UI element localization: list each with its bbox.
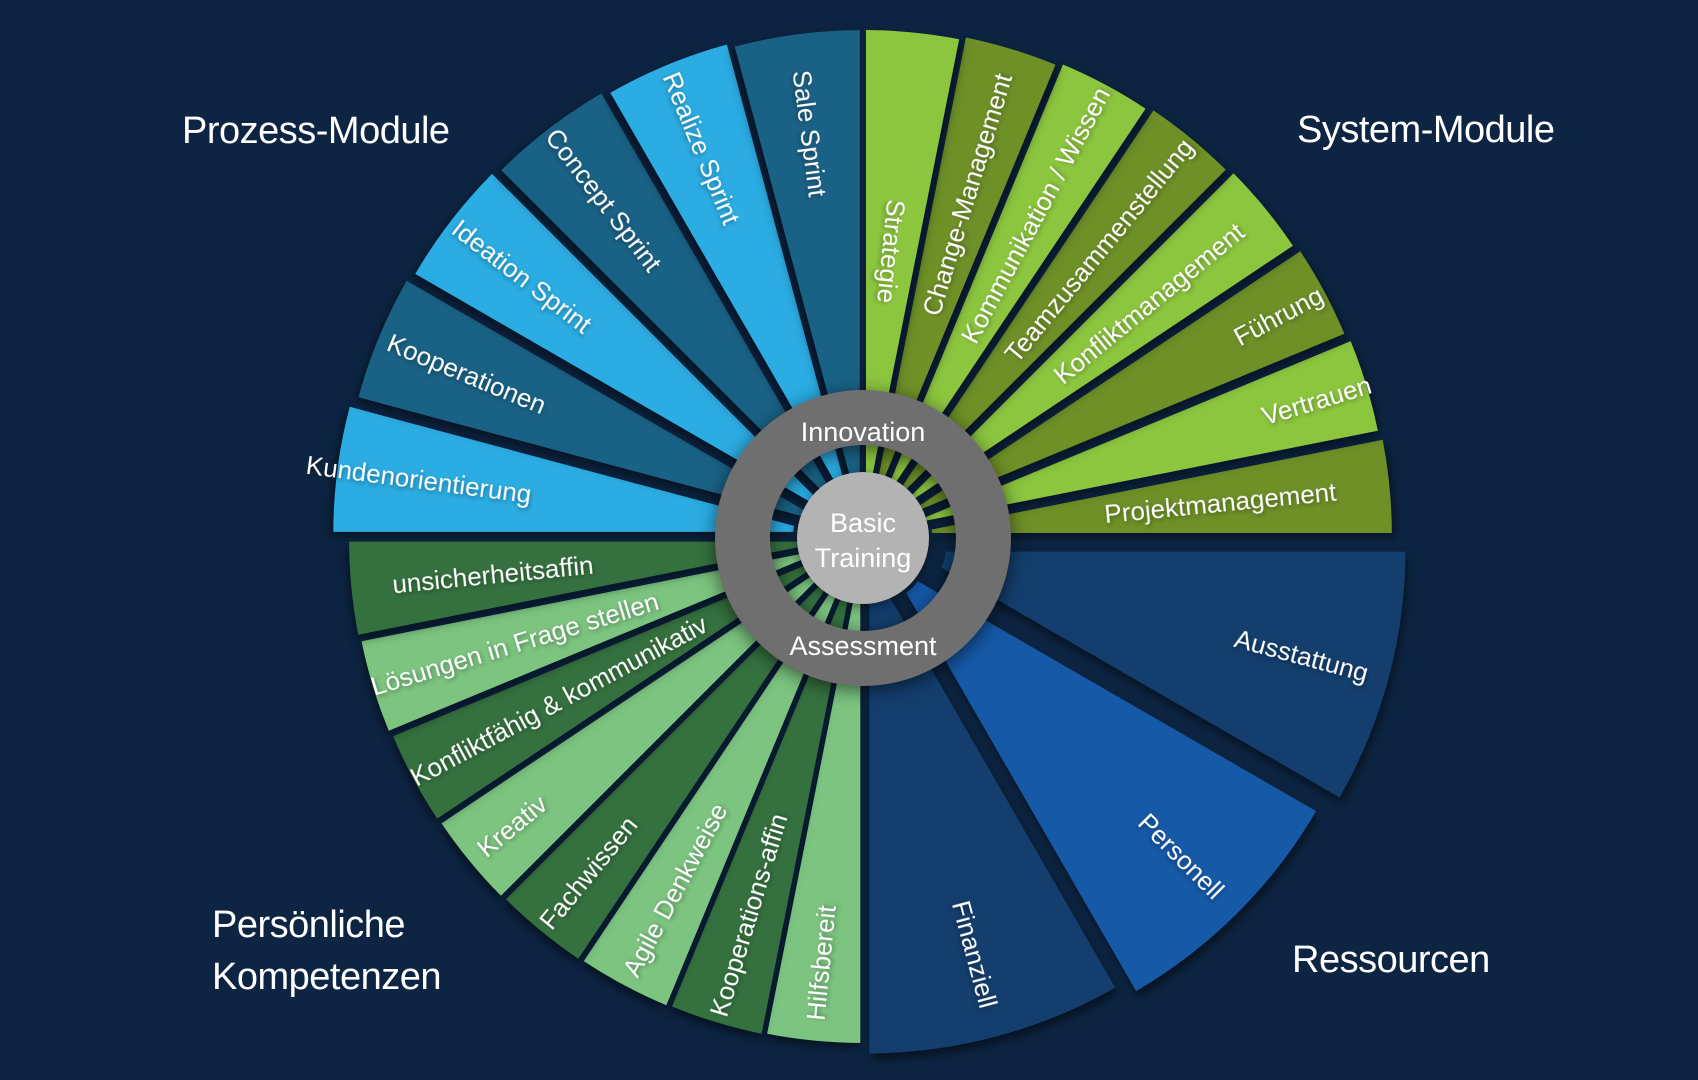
hub-label-innovation: Innovation bbox=[801, 417, 926, 447]
segment-kommunikation-wissen bbox=[886, 64, 1146, 492]
segment-konfliktmanagement bbox=[908, 173, 1293, 502]
segment-realize-sprint bbox=[610, 44, 846, 492]
segment-sale-sprint bbox=[734, 30, 860, 491]
segment-agile-denkweise bbox=[583, 578, 843, 1006]
quadrant-title-persoenliche-kompetenzen-line1: Persönliche bbox=[212, 904, 405, 946]
segment-kooperations-affin bbox=[671, 581, 852, 1034]
quadrant-title-prozess-module: Prozess-Module bbox=[182, 110, 450, 152]
quadrant-prozess-module: KundenorientierungKooperationenIdeation … bbox=[304, 30, 860, 532]
segment-ausstattung bbox=[941, 551, 1406, 798]
quadrant-system-module: ProjektmanagementVertrauenFührungKonflik… bbox=[865, 30, 1392, 533]
segment-projektmanagement bbox=[931, 439, 1392, 533]
segments-layer: KundenorientierungKooperationenIdeation … bbox=[304, 30, 1406, 1054]
segment-konfliktfaehig-kommunikativ bbox=[393, 560, 820, 819]
segment-kreativ bbox=[441, 567, 827, 896]
quadrant-title-ressourcen: Ressourcen bbox=[1292, 939, 1490, 981]
hub-ring bbox=[715, 390, 1011, 686]
quadrant-titles: Prozess-Module System-Module Persönliche… bbox=[182, 109, 1555, 998]
hub-label-training: Training bbox=[815, 543, 912, 573]
segment-fachwissen bbox=[505, 574, 834, 959]
segment-unsicherheitsaffin bbox=[349, 541, 810, 635]
hub: Innovation Assessment Basic Training bbox=[715, 390, 1011, 686]
segment-ideation-sprint bbox=[415, 173, 818, 504]
segment-fuehrung bbox=[917, 251, 1345, 510]
segment-concept-sprint bbox=[501, 93, 832, 496]
quadrant-title-persoenliche-kompetenzen-line2: Kompetenzen bbox=[212, 956, 441, 998]
hub-label-basic: Basic bbox=[830, 508, 896, 538]
segment-personell bbox=[906, 581, 1317, 992]
segment-hilfsbereit bbox=[767, 582, 861, 1043]
segment-finanziell bbox=[869, 589, 1116, 1054]
segment-vertrauen bbox=[925, 341, 1378, 521]
segment-kooperationen bbox=[358, 280, 806, 517]
hub-label-assessment: Assessment bbox=[789, 631, 937, 661]
hub-center-disc bbox=[797, 472, 929, 604]
segment-kundenorientierung bbox=[333, 406, 795, 532]
segment-loesungen-in-frage-stellen bbox=[361, 551, 814, 731]
quadrant-title-system-module: System-Module bbox=[1297, 109, 1554, 151]
segment-teamzusammenstellung bbox=[897, 110, 1226, 496]
segment-change-management bbox=[876, 37, 1056, 490]
segment-strategie bbox=[865, 30, 960, 491]
